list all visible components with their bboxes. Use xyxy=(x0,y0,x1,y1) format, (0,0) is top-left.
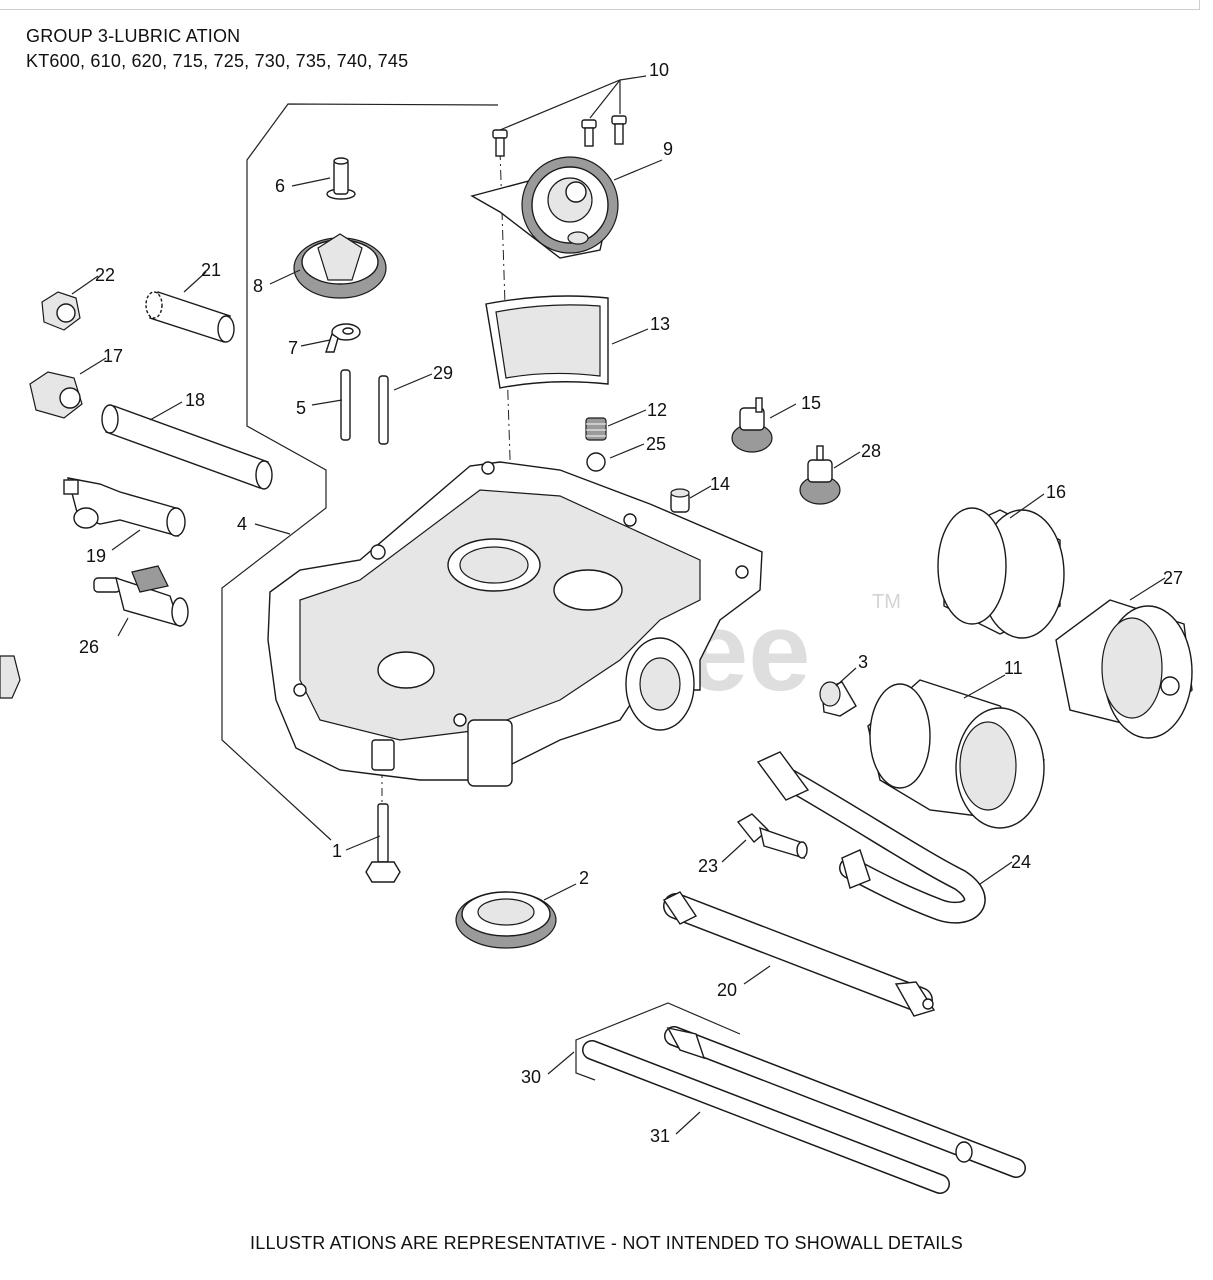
part-23-barb-fitting[interactable] xyxy=(736,813,808,860)
callout-25: 25 xyxy=(646,434,666,454)
callout-23: 23 xyxy=(698,856,718,876)
part-22-nut[interactable] xyxy=(41,291,81,331)
part-3-fitting[interactable] xyxy=(819,681,857,717)
callout-27: 27 xyxy=(1163,568,1183,588)
callout-26: 26 xyxy=(79,637,99,657)
part-12-spring[interactable] xyxy=(585,417,607,441)
part-7-washer[interactable] xyxy=(325,323,361,353)
part-30-tube[interactable] xyxy=(582,1040,950,1194)
model-list: KT600, 610, 620, 715, 725, 730, 735, 740… xyxy=(26,51,409,71)
callout-17: 17 xyxy=(103,346,123,366)
callout-2: 2 xyxy=(579,868,589,888)
callout-9: 9 xyxy=(663,139,673,159)
callout-15: 15 xyxy=(801,393,821,413)
callout-28: 28 xyxy=(861,441,881,461)
part-16-oil-filter[interactable] xyxy=(937,507,1065,639)
part-17-nut[interactable] xyxy=(29,371,83,419)
callout-13: 13 xyxy=(650,314,670,334)
callout-numbers: 1 2 3 4 5 6 7 8 9 10 11 12 13 14 15 16 1… xyxy=(79,60,1183,1146)
callout-19: 19 xyxy=(86,546,106,566)
part-24-hose[interactable] xyxy=(756,751,986,924)
callout-31: 31 xyxy=(650,1126,670,1146)
callout-29: 29 xyxy=(433,363,453,383)
callout-10: 10 xyxy=(649,60,669,80)
leader-lines xyxy=(71,75,1166,1135)
callout-24: 24 xyxy=(1011,852,1031,872)
callout-18: 18 xyxy=(185,390,205,410)
group-30-bracket xyxy=(575,1002,741,1081)
part-27-oil-filter[interactable] xyxy=(1055,599,1193,739)
diagram-title: GROUP 3-LUBRIC ATION xyxy=(26,26,241,46)
part-28-oil-sensor[interactable] xyxy=(799,445,841,505)
part-26-drain-valve[interactable] xyxy=(93,565,189,628)
watermark-tm: TM xyxy=(872,591,901,613)
callout-4: 4 xyxy=(237,514,247,534)
part-11-oil-filter[interactable] xyxy=(867,679,1045,829)
callout-3: 3 xyxy=(858,652,868,672)
callout-21: 21 xyxy=(201,260,221,280)
part-27-filter-edge[interactable] xyxy=(0,655,21,699)
callout-12: 12 xyxy=(647,400,667,420)
callout-20: 20 xyxy=(717,980,737,1000)
part-2-seal[interactable] xyxy=(455,891,557,949)
part-31-tube[interactable] xyxy=(664,1026,1026,1178)
part-6-pin[interactable] xyxy=(326,157,356,200)
part-15-pressure-switch[interactable] xyxy=(731,397,773,453)
callout-14: 14 xyxy=(710,474,730,494)
part-18-tube[interactable] xyxy=(101,404,273,490)
callout-22: 22 xyxy=(95,265,115,285)
part-14-plug[interactable] xyxy=(670,488,690,513)
callout-7: 7 xyxy=(288,338,298,358)
callout-30: 30 xyxy=(521,1067,541,1087)
part-5-shaft[interactable] xyxy=(340,369,351,441)
part-19-tee-fitting[interactable] xyxy=(63,477,186,537)
part-20-hose[interactable] xyxy=(662,891,936,1017)
callout-6: 6 xyxy=(275,176,285,196)
disclaimer-footer: ILLUSTR ATIONS ARE REPRESENTATIVE - NOT … xyxy=(250,1233,963,1253)
part-8-gear[interactable] xyxy=(293,233,387,299)
part-1-bolt[interactable] xyxy=(365,803,401,883)
part-25-ball[interactable] xyxy=(586,452,606,472)
part-21-sleeve[interactable] xyxy=(145,291,235,343)
callout-11: 11 xyxy=(1004,658,1023,678)
group-4-bracket xyxy=(221,103,499,841)
part-10-screws[interactable] xyxy=(492,115,627,157)
callout-5: 5 xyxy=(296,398,306,418)
part-9-oil-pump[interactable] xyxy=(470,156,619,259)
callout-8: 8 xyxy=(253,276,263,296)
part-29-shaft[interactable] xyxy=(378,375,389,445)
part-4-oil-pan[interactable] xyxy=(267,461,763,787)
part-13-screen[interactable] xyxy=(485,295,609,389)
callout-16: 16 xyxy=(1046,482,1066,502)
page-frame xyxy=(0,0,1200,10)
callout-1: 1 xyxy=(332,841,342,861)
